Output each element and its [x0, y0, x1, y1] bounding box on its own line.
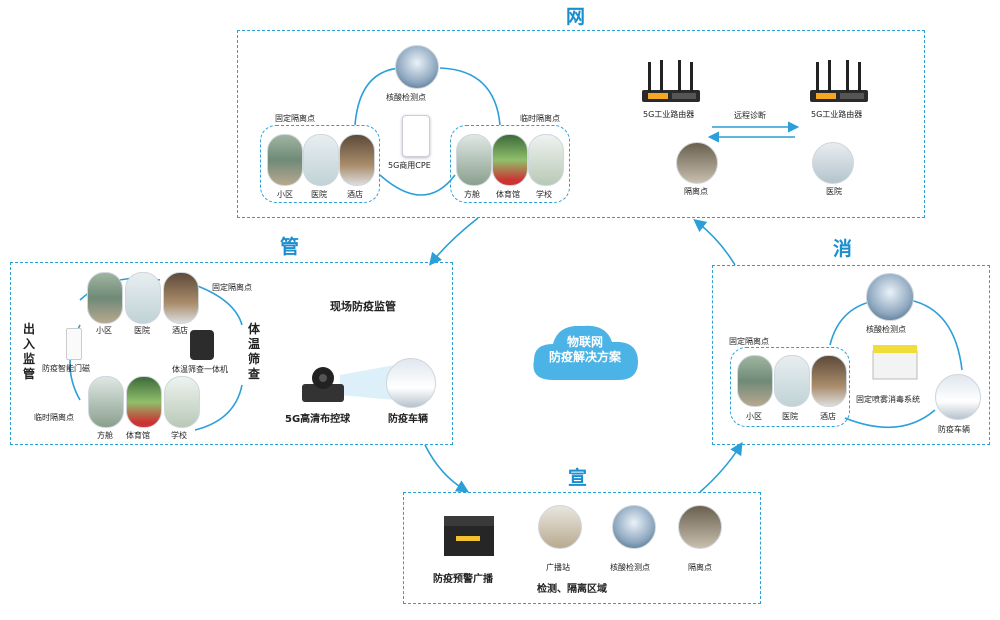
guan-school-photo	[164, 376, 200, 428]
guan-side-right: 体温筛查	[247, 322, 260, 381]
xuan-nucleic-photo	[612, 505, 656, 549]
xiao-nucleic-photo	[866, 273, 914, 321]
guan-fixed-label: 固定隔离点	[212, 283, 252, 292]
xiao-hotel-photo	[811, 355, 847, 407]
camera-label: 5G高清布控球	[285, 414, 351, 425]
nucleic-test-photo	[395, 45, 439, 89]
center-title: 物联网 防疫解决方案	[545, 335, 625, 365]
xiao-fixed-item-2: 酒店	[820, 412, 836, 421]
stadium-photo	[492, 134, 528, 186]
hospital-room-photo	[812, 142, 854, 184]
wang-temp-group	[450, 125, 570, 203]
wang-temp-item-2: 学校	[536, 190, 552, 199]
wang-fixed-group	[260, 125, 380, 203]
router-right-icon	[808, 60, 870, 104]
xiao-hospital-photo	[774, 355, 810, 407]
spray-system-icon	[870, 343, 920, 383]
router-left-icon	[640, 60, 702, 104]
wang-bottom-right-label: 医院	[826, 187, 842, 196]
vehicle-photo	[386, 358, 436, 408]
xiao-top-label: 核酸检测点	[866, 325, 906, 334]
wang-top-label: 核酸检测点	[386, 93, 426, 102]
camera-ball-icon	[300, 362, 346, 404]
temp-device-label: 体温筛查一体机	[172, 365, 228, 374]
site-supervision-title: 现场防疫监管	[330, 300, 396, 313]
router-right-label: 5G工业路由器	[811, 110, 863, 119]
panel-xiao	[712, 265, 990, 445]
guan-fixed-item-1: 医院	[134, 326, 150, 335]
xiao-fixed-item-1: 医院	[782, 412, 798, 421]
guan-temp-item-2: 学校	[171, 431, 187, 440]
wang-fixed-item-1: 医院	[311, 190, 327, 199]
router-left-label: 5G工业路由器	[643, 110, 695, 119]
panel-guan	[10, 262, 453, 445]
section-title-wang: 网	[566, 6, 587, 28]
xuan-area-label: 检测、隔离区域	[537, 584, 607, 595]
xiao-community-photo	[737, 355, 773, 407]
xiao-vehicle-label: 防疫车辆	[938, 425, 970, 434]
remote-diagnosis-label: 远程诊断	[734, 111, 766, 120]
guan-side-left: 出入监管	[22, 322, 35, 381]
cloud-icon	[528, 320, 643, 384]
wang-fixed-item-2: 酒店	[347, 190, 363, 199]
xiao-fixed-label: 固定隔离点	[729, 337, 769, 346]
guan-hospital-photo	[125, 272, 161, 324]
wang-temp-item-1: 体育馆	[496, 190, 520, 199]
cabin-photo	[456, 134, 492, 186]
xiao-vehicle-photo	[935, 374, 981, 420]
hotel-photo	[339, 134, 375, 186]
guan-stadium-photo	[126, 376, 162, 428]
xuan-isolation-photo	[678, 505, 722, 549]
guan-hotel-photo	[163, 272, 199, 324]
xuan-item-1: 核酸检测点	[610, 563, 650, 572]
wang-temp-label: 临时隔离点	[520, 114, 560, 123]
wang-fixed-item-0: 小区	[277, 190, 293, 199]
guan-temp-item-1: 体育馆	[126, 431, 150, 440]
broadcast-label: 防疫预警广播	[433, 574, 493, 585]
isolation-point-photo	[676, 142, 718, 184]
center-line1: 物联网	[566, 335, 603, 349]
guan-temp-item-0: 方舱	[97, 431, 113, 440]
xiao-fixed-item-0: 小区	[746, 412, 762, 421]
panel-xuan	[403, 492, 761, 604]
wang-temp-item-0: 方舱	[464, 190, 480, 199]
section-title-guan: 管	[280, 236, 301, 258]
school-photo	[528, 134, 564, 186]
hospital-photo	[303, 134, 339, 186]
door-sensor-icon	[66, 328, 82, 360]
section-title-xiao: 消	[833, 238, 854, 260]
cpe-label: 5G商用CPE	[388, 161, 431, 170]
center-line2: 防疫解决方案	[548, 350, 621, 364]
broadcast-device-icon	[440, 512, 498, 560]
panel-wang	[237, 30, 925, 218]
community-photo	[267, 134, 303, 186]
xuan-item-2: 隔离点	[688, 563, 712, 572]
broadcast-station-photo	[538, 505, 582, 549]
guan-fixed-item-0: 小区	[96, 326, 112, 335]
temp-screening-device-icon	[190, 330, 214, 360]
door-sensor-label: 防疫智能门磁	[42, 364, 90, 373]
guan-community-photo	[87, 272, 123, 324]
wang-bottom-left-label: 隔离点	[684, 187, 708, 196]
xiao-fixed-group	[730, 347, 850, 427]
guan-temp-label: 临时隔离点	[34, 413, 74, 422]
xuan-item-0: 广播站	[546, 563, 570, 572]
guan-vehicle-label: 防疫车辆	[388, 414, 428, 425]
section-title-xuan: 宣	[568, 467, 589, 489]
spray-label: 固定喷雾消毒系统	[856, 395, 920, 404]
cpe-device-icon	[402, 115, 430, 157]
guan-fixed-item-2: 酒店	[172, 326, 188, 335]
guan-cabin-photo	[88, 376, 124, 428]
wang-fixed-label: 固定隔离点	[275, 114, 315, 123]
